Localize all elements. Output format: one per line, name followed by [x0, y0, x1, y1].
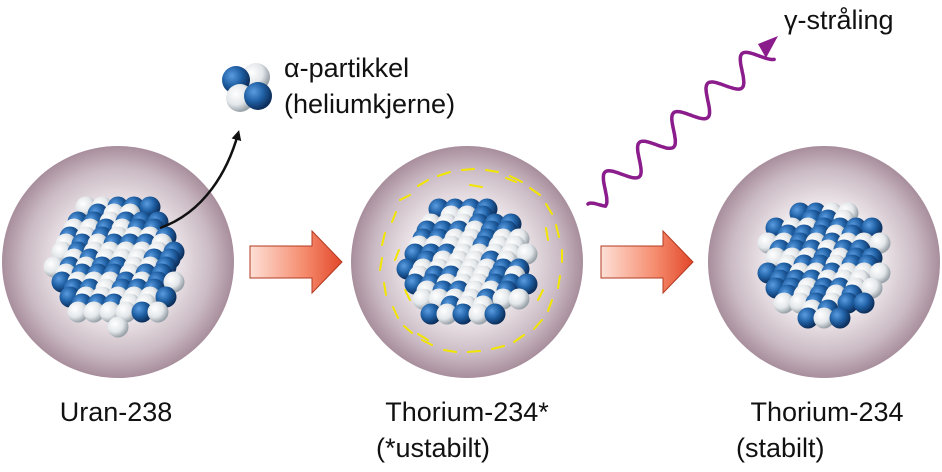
excitation-mark — [533, 319, 543, 330]
nucleon — [508, 288, 530, 310]
excitation-mark — [557, 275, 561, 289]
nucleon — [484, 303, 506, 325]
thorium-unstable-nucleus — [396, 198, 538, 325]
excitation-mark — [383, 282, 387, 296]
excitation-mark — [391, 211, 397, 223]
nucleon — [773, 292, 795, 314]
thorium-unstable-label: Thorium-234* — [385, 397, 549, 427]
nucleon — [853, 292, 875, 314]
nucleon — [468, 303, 490, 325]
nucleon — [420, 303, 442, 325]
nucleon — [107, 316, 129, 338]
excitation-mark — [421, 339, 433, 346]
excitation-mark — [437, 171, 451, 177]
excitation-mark — [491, 345, 505, 350]
excitation-mark — [461, 168, 475, 171]
excitation-mark — [555, 224, 560, 238]
excitation-mark — [392, 306, 399, 319]
thorium-234-unstable-atom — [351, 146, 583, 378]
excitation-mark — [529, 187, 541, 196]
excitation-mark — [381, 232, 386, 246]
excitation-mark — [547, 299, 553, 312]
nucleon — [67, 301, 89, 323]
excitation-mark — [399, 194, 411, 201]
excitation-mark — [469, 184, 483, 188]
excitation-mark — [394, 249, 400, 261]
thorium-stable-label: Thorium-234 — [750, 397, 904, 427]
thorium-stable-note: (stabilt) — [736, 433, 825, 463]
nucleon — [147, 301, 169, 323]
uranium-238-atom — [2, 146, 234, 378]
alpha-particle — [222, 63, 272, 112]
alpha-emission-path — [159, 130, 242, 230]
gamma-radiation-label: γ-stråling — [784, 5, 894, 35]
gamma-ray-wave — [586, 50, 776, 208]
alpha-particle-label: α-partikkel — [284, 53, 410, 83]
excitation-mark — [509, 175, 523, 183]
excitation-mark — [545, 227, 549, 241]
nucleon — [436, 303, 458, 325]
excitation-mark — [404, 289, 411, 301]
alpha-particle-sublabel: (heliumkjerne) — [284, 89, 456, 119]
gamma-arrowhead — [758, 36, 778, 58]
nucleon — [452, 303, 474, 325]
thorium-stable-nucleus — [757, 202, 891, 329]
transition-arrow-2 — [600, 229, 694, 295]
excitation-mark — [485, 169, 499, 173]
excitation-mark — [505, 177, 517, 183]
thorium-234-stable-atom — [708, 146, 940, 378]
excitation-mark — [403, 325, 413, 334]
nucleon — [83, 301, 105, 323]
transition-arrow-1 — [249, 229, 343, 295]
thorium-unstable-note: (*ustabilt) — [376, 433, 491, 463]
excitation-mark — [537, 289, 544, 301]
excitation-mark — [417, 333, 429, 341]
excitation-mark — [545, 203, 553, 215]
excitation-marks — [379, 168, 563, 353]
uranium-nucleus — [43, 196, 185, 338]
nucleon — [797, 307, 819, 329]
excitation-mark — [443, 349, 457, 353]
nucleon — [813, 307, 835, 329]
excitation-mark — [513, 334, 525, 343]
nucleon — [829, 307, 851, 329]
nucleon — [131, 301, 153, 323]
uranium-238-label: Uran-238 — [59, 397, 173, 427]
excitation-mark — [417, 179, 429, 187]
excitation-mark — [379, 257, 383, 271]
excitation-mark — [467, 350, 481, 353]
